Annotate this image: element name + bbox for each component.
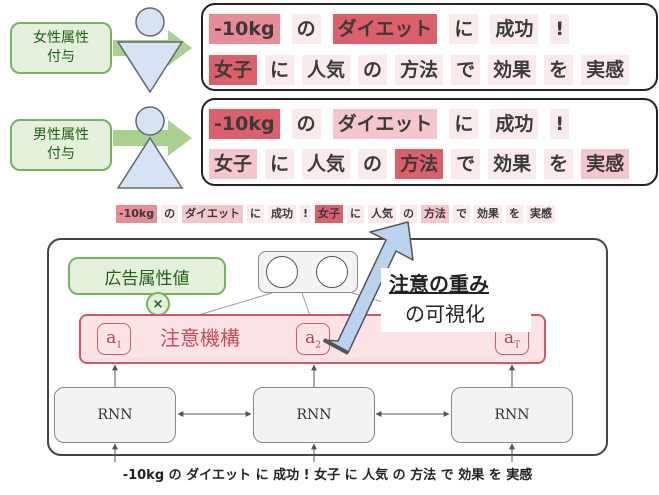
female-person-icon: [116, 7, 184, 94]
mini-row-token: で: [452, 205, 470, 223]
rnn-cell-3-label: RNN: [494, 407, 530, 423]
male-row2-token: で: [451, 149, 481, 179]
female-row2-token: で: [451, 55, 481, 85]
mini-row-token: を: [505, 205, 523, 223]
attention-mechanism-label: 注意機構: [160, 326, 240, 350]
multiply-symbol: ×: [152, 296, 164, 312]
male-attribute-box: 男性属性 付与: [10, 119, 112, 171]
female-row1-token: -10kg: [209, 14, 280, 44]
male-row2-token: 方法: [395, 149, 444, 179]
mini-row-token: -10kg: [116, 205, 158, 223]
mini-row-token: !: [299, 205, 311, 223]
female-row1-token: 成功: [490, 14, 539, 44]
female-output-row1: -10kg のダイエットに成功!: [209, 14, 649, 44]
male-person-icon: [116, 106, 184, 189]
context-circle-2: [316, 256, 348, 288]
rnn-cell-1: RNN: [54, 387, 176, 443]
mini-row-token: 人気: [367, 205, 396, 223]
attention-weight-a2: a2: [296, 323, 330, 355]
mini-row-token: に: [246, 205, 264, 223]
a2-subscript: 2: [315, 340, 321, 351]
attention-weight-a1: a1: [97, 323, 131, 355]
mini-row-token: 効果: [473, 205, 502, 223]
female-row2-token: 人気: [302, 55, 351, 85]
male-row1-token: に: [449, 109, 479, 139]
male-row2-token: に: [265, 149, 295, 179]
mini-row-token: 成功: [267, 205, 296, 223]
female-row1-token: の: [291, 14, 321, 44]
male-green-arrow: [113, 120, 192, 156]
female-row1-token: !: [550, 14, 570, 44]
visualization-arrow-icon: [323, 221, 414, 355]
male-row2-token: 効果: [488, 149, 537, 179]
female-attribute-label-line2: 付与: [47, 49, 75, 65]
mini-row-token: の: [399, 205, 417, 223]
context-circle-1: [266, 256, 298, 288]
a2-base: a: [305, 328, 316, 348]
male-row2-token: を: [544, 149, 574, 179]
male-row1-token: 成功: [490, 109, 539, 139]
multiply-icon: ×: [146, 292, 170, 316]
mini-row-token: ダイエット: [182, 205, 243, 223]
ad-attribute-value-box: 広告属性値: [68, 257, 226, 295]
rnn-cell-1-label: RNN: [97, 407, 133, 423]
female-row2-token: に: [265, 55, 295, 85]
mini-row-token: 方法: [420, 205, 449, 223]
male-row2-token: の: [358, 149, 388, 179]
male-row1-token: -10kg: [209, 109, 280, 139]
male-row1-token: の: [291, 109, 321, 139]
male-attribute-label-line1: 男性属性: [33, 127, 89, 143]
male-row1-token: !: [550, 109, 570, 139]
aT-subscript: T: [514, 340, 521, 351]
male-row2-token: 人気: [302, 149, 351, 179]
male-output-row2: 女子に人気の方法で効果を実感: [209, 149, 649, 179]
mini-row-token: に: [346, 205, 364, 223]
male-row2-token: 女子: [209, 149, 258, 179]
top-figures-layer: [113, 7, 192, 189]
female-row2-token: 方法: [395, 55, 444, 85]
female-output-row2: 女子に人気の方法で効果を実感: [209, 55, 649, 85]
visualization-label-line1: 注意の重み: [389, 272, 489, 296]
a1-subscript: 1: [116, 340, 122, 351]
input-sentence: -10kg の ダイエット に 成功 ! 女子 に 人気 の 方法 で 効果 を…: [122, 468, 533, 483]
ad-attribute-value-label: 広告属性値: [104, 268, 190, 289]
female-row1-token: に: [449, 14, 479, 44]
visualization-label-box: [381, 268, 531, 332]
female-row2-token: 効果: [488, 55, 537, 85]
mini-row-token: の: [161, 205, 179, 223]
male-row1-token: ダイエット: [332, 109, 438, 139]
mini-row-token: 女子: [314, 205, 343, 223]
female-row2-token: の: [358, 55, 388, 85]
aT-base: a: [503, 328, 515, 348]
male-output-row1: -10kg のダイエットに成功!: [209, 109, 649, 139]
a1-base: a: [106, 328, 117, 348]
male-attribute-label-line2: 付与: [47, 146, 75, 162]
rnn-cell-2-label: RNN: [296, 407, 332, 423]
female-attribute-box: 女性属性 付与: [10, 22, 112, 74]
female-attribute-label-line1: 女性属性: [33, 30, 89, 46]
female-row2-token: を: [544, 55, 574, 85]
visualization-label-line2: の可視化: [405, 302, 485, 326]
female-row2-token: 女子: [209, 55, 258, 85]
female-row1-token: ダイエット: [332, 14, 438, 44]
rnn-cell-2: RNN: [253, 387, 375, 443]
rnn-cell-3: RNN: [451, 387, 573, 443]
female-row2-token: 実感: [581, 55, 630, 85]
mini-row-token: 実感: [526, 205, 555, 223]
male-row2-token: 実感: [581, 149, 630, 179]
